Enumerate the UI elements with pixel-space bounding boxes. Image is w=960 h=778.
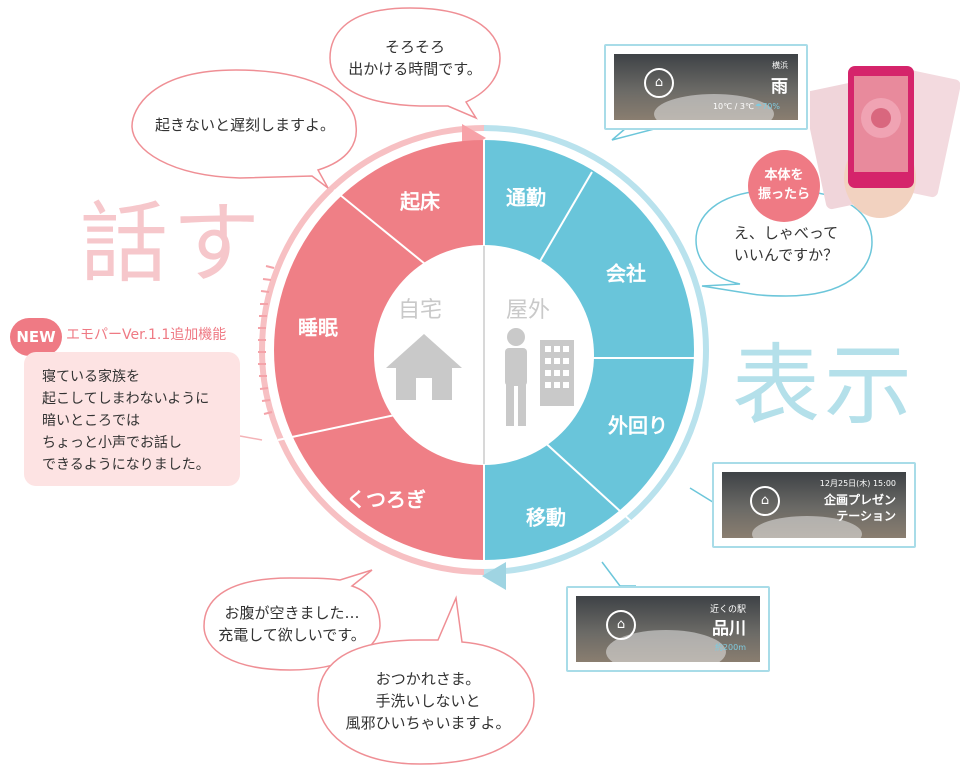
halo-arc-right: [483, 125, 710, 575]
station-distance: 約200m: [714, 643, 746, 652]
station-name: 品川: [712, 619, 746, 639]
bubble-welcome-home-text: おつかれさま。 手洗いしないと 風邪ひいちゃいますよ。: [345, 670, 511, 732]
bubble-wake-late-text: 起きないと遅刻しますよ。: [154, 116, 335, 134]
segment-office: 会社: [606, 261, 646, 286]
segment-commute: 通勤: [506, 185, 546, 210]
display-title: 表示: [732, 334, 917, 437]
talk-title: 話す: [80, 192, 265, 295]
bubble-wake-late: [131, 69, 358, 189]
segment-wakeup: 起床: [400, 189, 440, 214]
station-lock-screen: ⌂ 近くの駅 品川 約200m: [566, 586, 770, 672]
schedule-lock-screen: ⌂ 12月25日(木) 15:00 企画プレゼン テーション: [712, 462, 916, 548]
bubble-welcome-home: [317, 595, 535, 765]
weather-rain: ☂70%: [755, 102, 780, 111]
new-feature-note: [24, 352, 240, 486]
bubble-hungry: [203, 569, 381, 671]
bubble-time-to-go-text: そろそろ 出かける時間です。: [348, 38, 482, 78]
phone-in-hand-image: [810, 66, 960, 218]
halo-ticks: [258, 265, 275, 415]
arrow-bottom: [482, 562, 506, 590]
station-caption: 近くの駅: [709, 605, 746, 615]
bubble-shake-talk: [695, 189, 873, 297]
shake-badge: 本体を 振ったら: [748, 150, 820, 222]
segment-relax: くつろぎ: [346, 487, 426, 512]
weather-temps: 10℃ / 3℃: [712, 102, 754, 111]
halo-arc-left: [258, 125, 485, 575]
new-badge: NEW: [10, 318, 62, 356]
bubble-shake-talk-text: え、しゃべって いいんですか？: [733, 224, 839, 264]
meeting-title: 企画プレゼン テーション: [823, 493, 896, 523]
unlock-icon: ⌂: [606, 610, 636, 640]
weather-condition: 雨: [771, 77, 788, 97]
unlock-icon: ⌂: [750, 486, 780, 516]
house-icon: [386, 334, 462, 400]
weather-place: 横浜: [772, 61, 788, 70]
new-feature-text: 寝ている家族を 起こしてしまわないように 暗いところでは ちょっと小声でお話し …: [42, 369, 210, 473]
bubble-hungry-text: お腹が空きました… 充電して欲しいです。: [218, 604, 366, 644]
outside-label: 屋外: [506, 298, 551, 323]
person-icon: [505, 328, 527, 426]
unlock-icon: ⌂: [644, 68, 674, 98]
weather-lock-screen: ⌂ 横浜 雨 10℃ / 3℃ ☂70%: [604, 44, 808, 130]
bubble-time-to-go: [329, 7, 501, 120]
building-icon: [540, 340, 574, 406]
segment-sleep: 睡眠: [298, 315, 338, 340]
segment-travel: 移動: [526, 505, 566, 530]
new-feature-caption: エモパーVer.1.1追加機能: [66, 327, 227, 343]
home-label: 自宅: [398, 298, 443, 323]
meeting-datetime: 12月25日(木) 15:00: [819, 479, 896, 488]
segment-outside-sales: 外回り: [608, 413, 668, 438]
